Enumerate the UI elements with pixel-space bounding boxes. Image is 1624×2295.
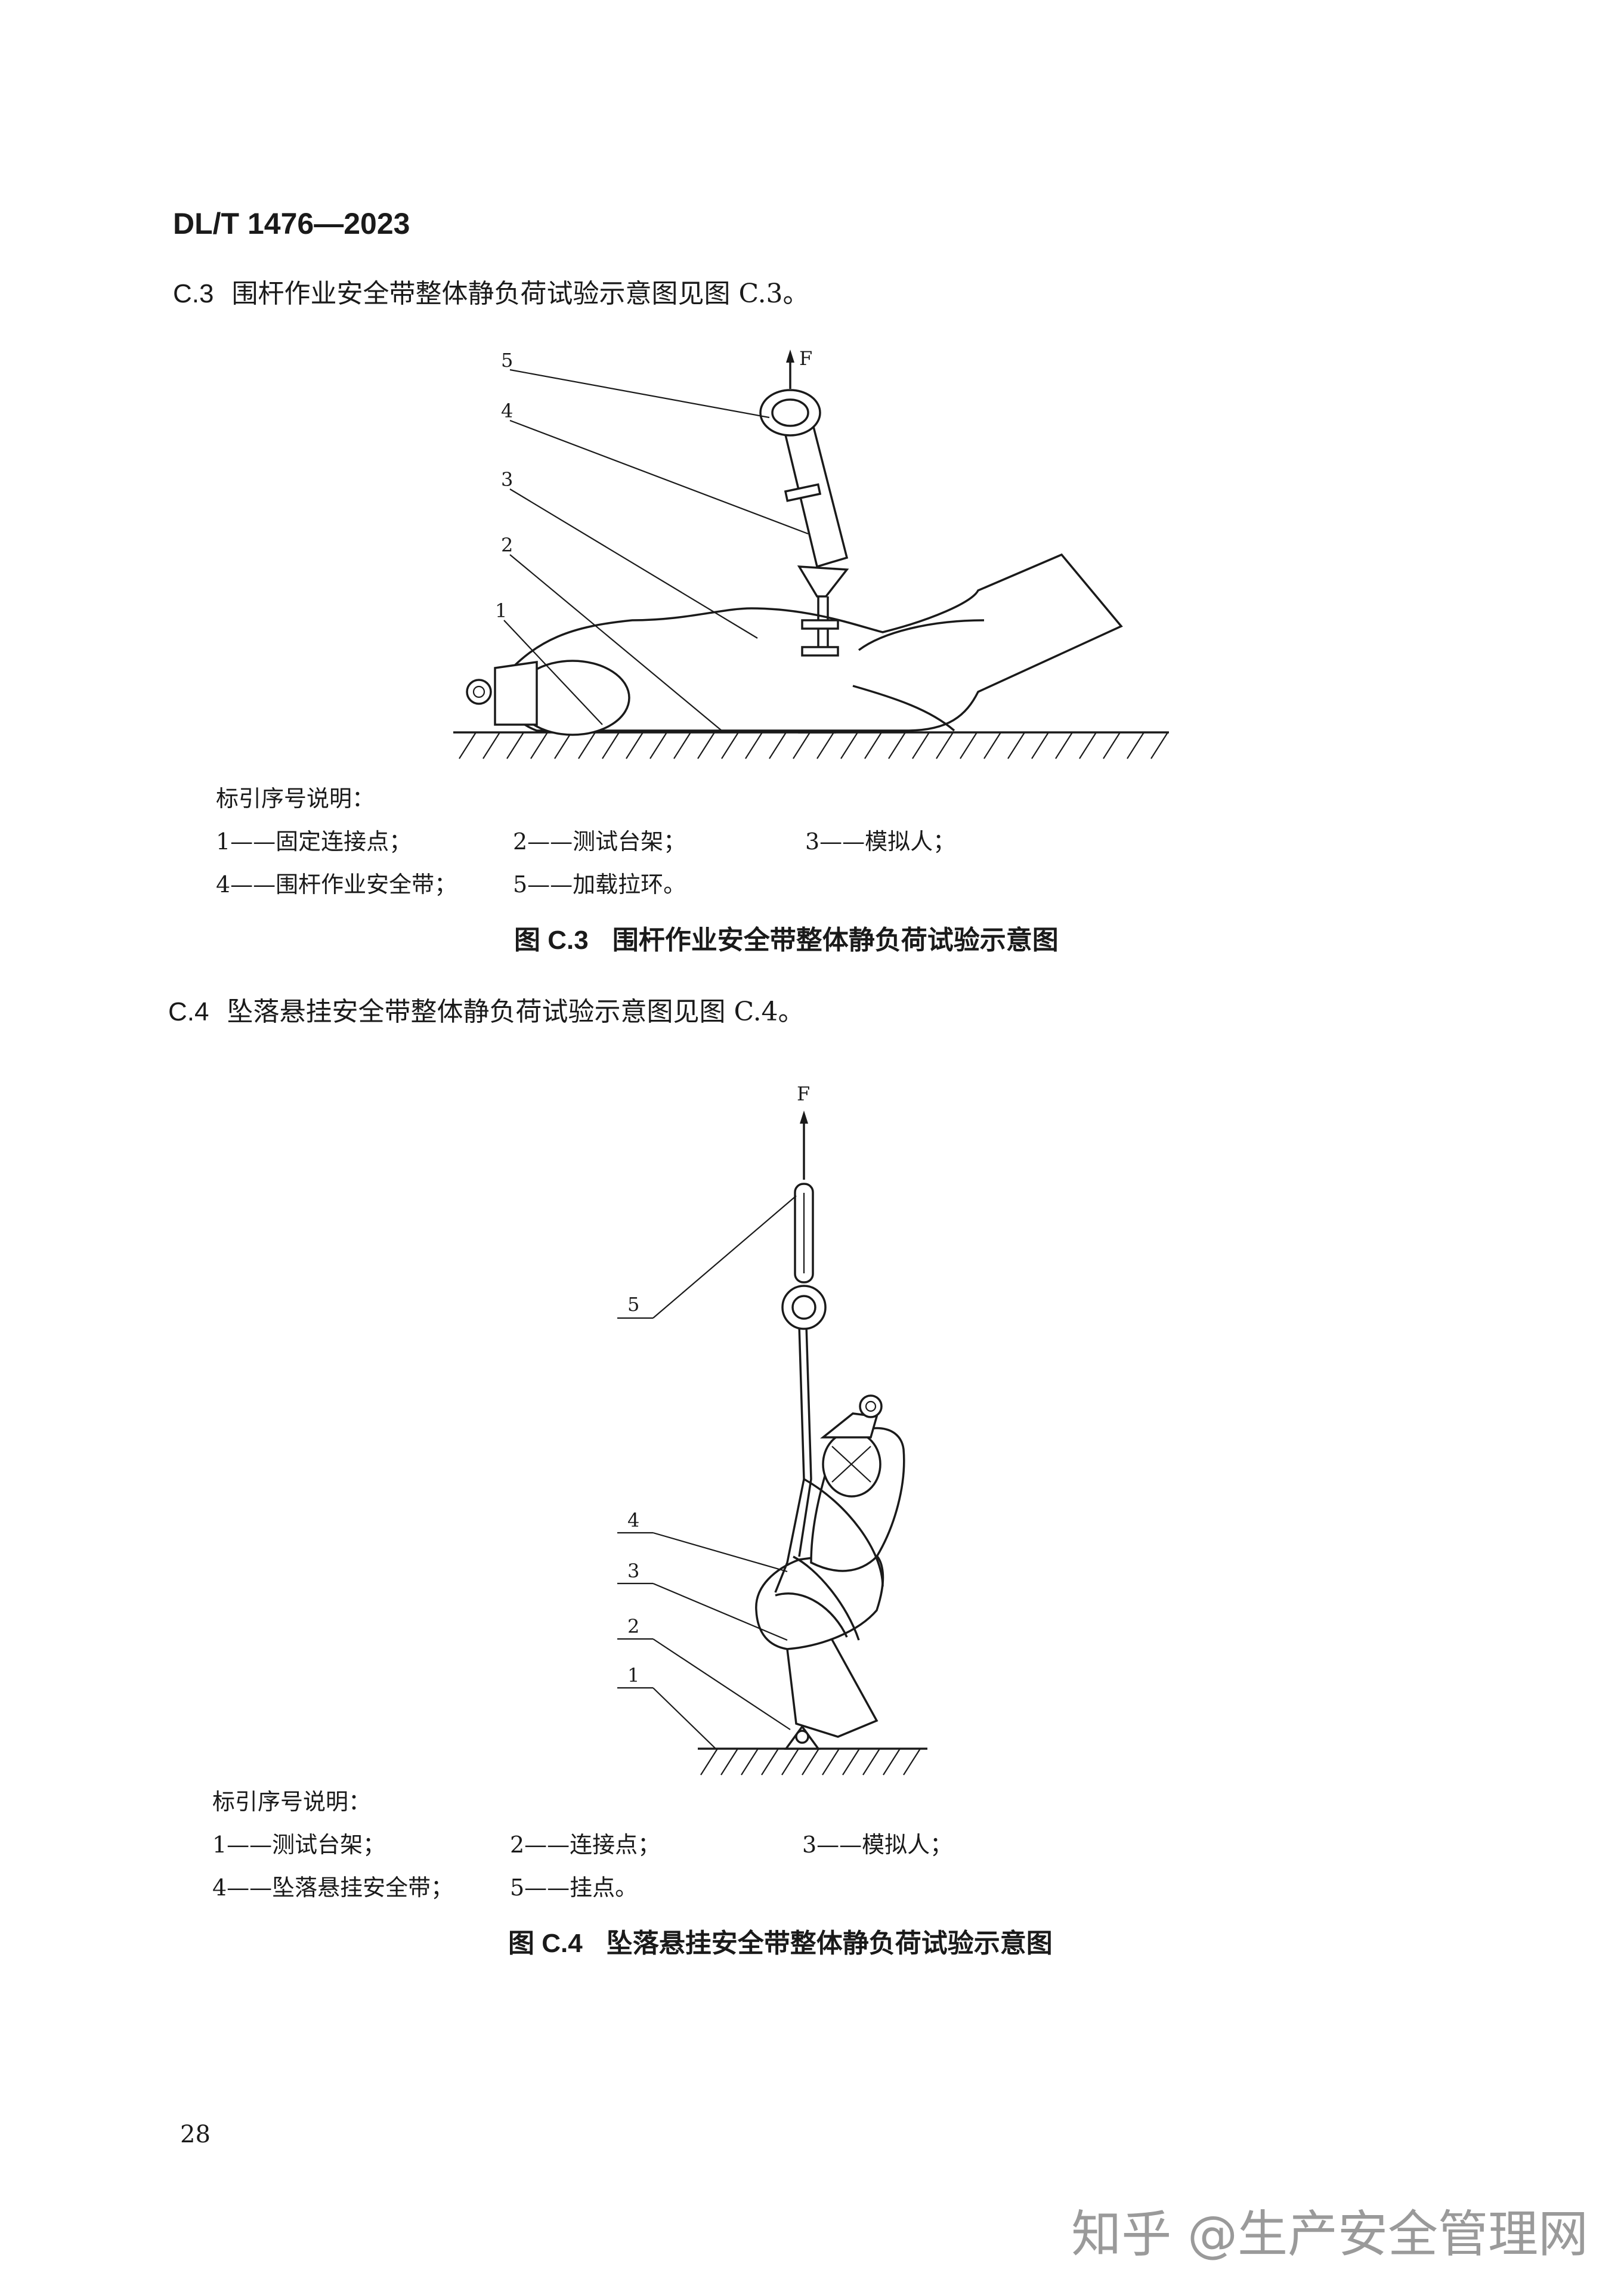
callout-5-c3: 5 <box>501 349 513 372</box>
callout-5-c4: 5 <box>627 1293 639 1316</box>
callouts-c3: 1 2 3 4 5 <box>495 349 809 731</box>
callout-2-c3: 2 <box>501 534 513 556</box>
caption-c4-number: 图 C.4 <box>508 1929 583 1958</box>
callout-3-c4: 3 <box>627 1560 639 1582</box>
clause-c4-text: 坠落悬挂安全带整体静负荷试验示意图见图 C.4。 <box>227 997 805 1027</box>
legend-title-c4: 标引序号说明： <box>212 1789 372 1815</box>
legend-item-c4-2: 2——连接点； <box>510 1832 661 1858</box>
hatch-stroke <box>602 732 620 759</box>
hatch-stroke <box>1031 732 1049 759</box>
hatch-stroke <box>530 732 548 759</box>
hatch-stroke <box>888 732 906 759</box>
hatch-stroke <box>960 732 978 759</box>
hatch-stroke <box>721 732 739 759</box>
hatch-stroke <box>1055 732 1073 759</box>
hatch-stroke <box>842 1748 860 1776</box>
callout-4-c3: 4 <box>501 400 513 422</box>
dummy-c4 <box>755 1394 905 1738</box>
legend-item-c4-3: 3——模拟人； <box>802 1832 953 1858</box>
hatch-stroke <box>883 1748 901 1776</box>
hatch-stroke <box>903 1748 921 1776</box>
anchor-c4 <box>781 1183 827 1330</box>
hatch-stroke <box>1007 732 1025 759</box>
hatch-stroke <box>1127 732 1144 759</box>
legend-title-c3: 标引序号说明： <box>216 785 375 812</box>
hatch-stroke <box>781 1748 799 1776</box>
legend-item-c4-4: 4——坠落悬挂安全带； <box>212 1875 454 1901</box>
hatch-stroke <box>745 732 763 759</box>
legend-item-c3-5: 5——加载拉环。 <box>513 871 686 898</box>
figure-c4-diagram: F 5 4 3 2 1 <box>617 1082 927 1776</box>
callout-4-c4: 4 <box>627 1509 639 1532</box>
caption-c4: 图 C.4 坠落悬挂安全带整体静负荷试验示意图 <box>508 1922 1053 1960</box>
caption-c3-number: 图 C.3 <box>514 926 589 955</box>
hatch-stroke <box>1150 732 1168 759</box>
hatch-stroke <box>741 1748 759 1776</box>
clause-c3-number: C.3 <box>173 279 214 308</box>
force-arrow-c3 <box>786 349 794 389</box>
hatch-stroke <box>554 732 572 759</box>
connection-point-c4 <box>784 1725 821 1750</box>
hatch-stroke <box>697 732 715 759</box>
callout-1-c4: 1 <box>627 1664 639 1687</box>
figure-c3-diagram: F 1 2 3 4 5 <box>453 347 1169 759</box>
force-label-c4: F <box>797 1082 810 1105</box>
hatch-stroke <box>1103 732 1121 759</box>
hatch-stroke <box>506 732 524 759</box>
force-label-c3: F <box>799 347 812 370</box>
hatch-stroke <box>793 732 811 759</box>
clause-c4-number: C.4 <box>168 997 209 1026</box>
clause-c3-text: 围杆作业安全带整体静负荷试验示意图见图 C.3。 <box>231 279 809 309</box>
hatch-stroke <box>459 732 477 759</box>
legend-item-c3-4: 4——围杆作业安全带； <box>216 871 457 898</box>
standard-number: DL/T 1476—2023 <box>173 207 410 240</box>
legend-item-c4-5: 5——挂点。 <box>510 1875 638 1901</box>
caption-c3: 图 C.3 围杆作业安全带整体静负荷试验示意图 <box>514 918 1059 957</box>
hatch-stroke <box>936 732 954 759</box>
caption-c4-text: 坠落悬挂安全带整体静负荷试验示意图 <box>606 1928 1053 1959</box>
hatch-stroke <box>816 732 834 759</box>
belt-c4 <box>774 1325 884 1641</box>
hatch-stroke <box>626 732 644 759</box>
hatch-stroke <box>720 1748 738 1776</box>
hatch-stroke <box>802 1748 819 1776</box>
hatch-stroke <box>912 732 930 759</box>
ground-c4 <box>698 1747 927 1776</box>
watermark: 知乎 @生产安全管理网 <box>1071 2205 1588 2263</box>
callout-1-c3: 1 <box>495 599 507 622</box>
caption-c3-text: 围杆作业安全带整体静负荷试验示意图 <box>612 925 1059 955</box>
hatch-stroke <box>864 732 882 759</box>
hatch-stroke <box>700 1748 718 1776</box>
callout-2-c4: 2 <box>627 1615 639 1638</box>
hatch-stroke <box>840 732 858 759</box>
legend-item-c3-2: 2——测试台架； <box>513 828 686 855</box>
legend-item-c3-3: 3——模拟人； <box>805 828 956 855</box>
hatch-stroke <box>761 1748 779 1776</box>
callouts-c4: 5 4 3 2 1 <box>617 1195 797 1749</box>
hatch-stroke <box>862 1748 880 1776</box>
legend-item-c3-1: 1——固定连接点； <box>216 828 412 855</box>
hatch-stroke <box>1079 732 1097 759</box>
hatch-stroke <box>822 1748 840 1776</box>
page-number: 28 <box>180 2121 211 2148</box>
force-arrow-c4 <box>800 1111 808 1180</box>
dummy-c3 <box>466 553 1123 736</box>
hatch-stroke <box>983 732 1001 759</box>
legend-item-c4-1: 1——测试台架； <box>212 1832 386 1858</box>
callout-3-c3: 3 <box>501 468 513 491</box>
clause-c4: C.4 坠落悬挂安全带整体静负荷试验示意图见图 C.4。 <box>168 990 805 1028</box>
hatch-stroke <box>649 732 667 759</box>
hatch-stroke <box>578 732 596 759</box>
clause-c3: C.3 围杆作业安全带整体静负荷试验示意图见图 C.3。 <box>173 272 809 310</box>
hatch-stroke <box>673 732 691 759</box>
hatch-stroke <box>769 732 787 759</box>
hatch-stroke <box>482 732 500 759</box>
loading-ring-c3 <box>759 389 821 437</box>
